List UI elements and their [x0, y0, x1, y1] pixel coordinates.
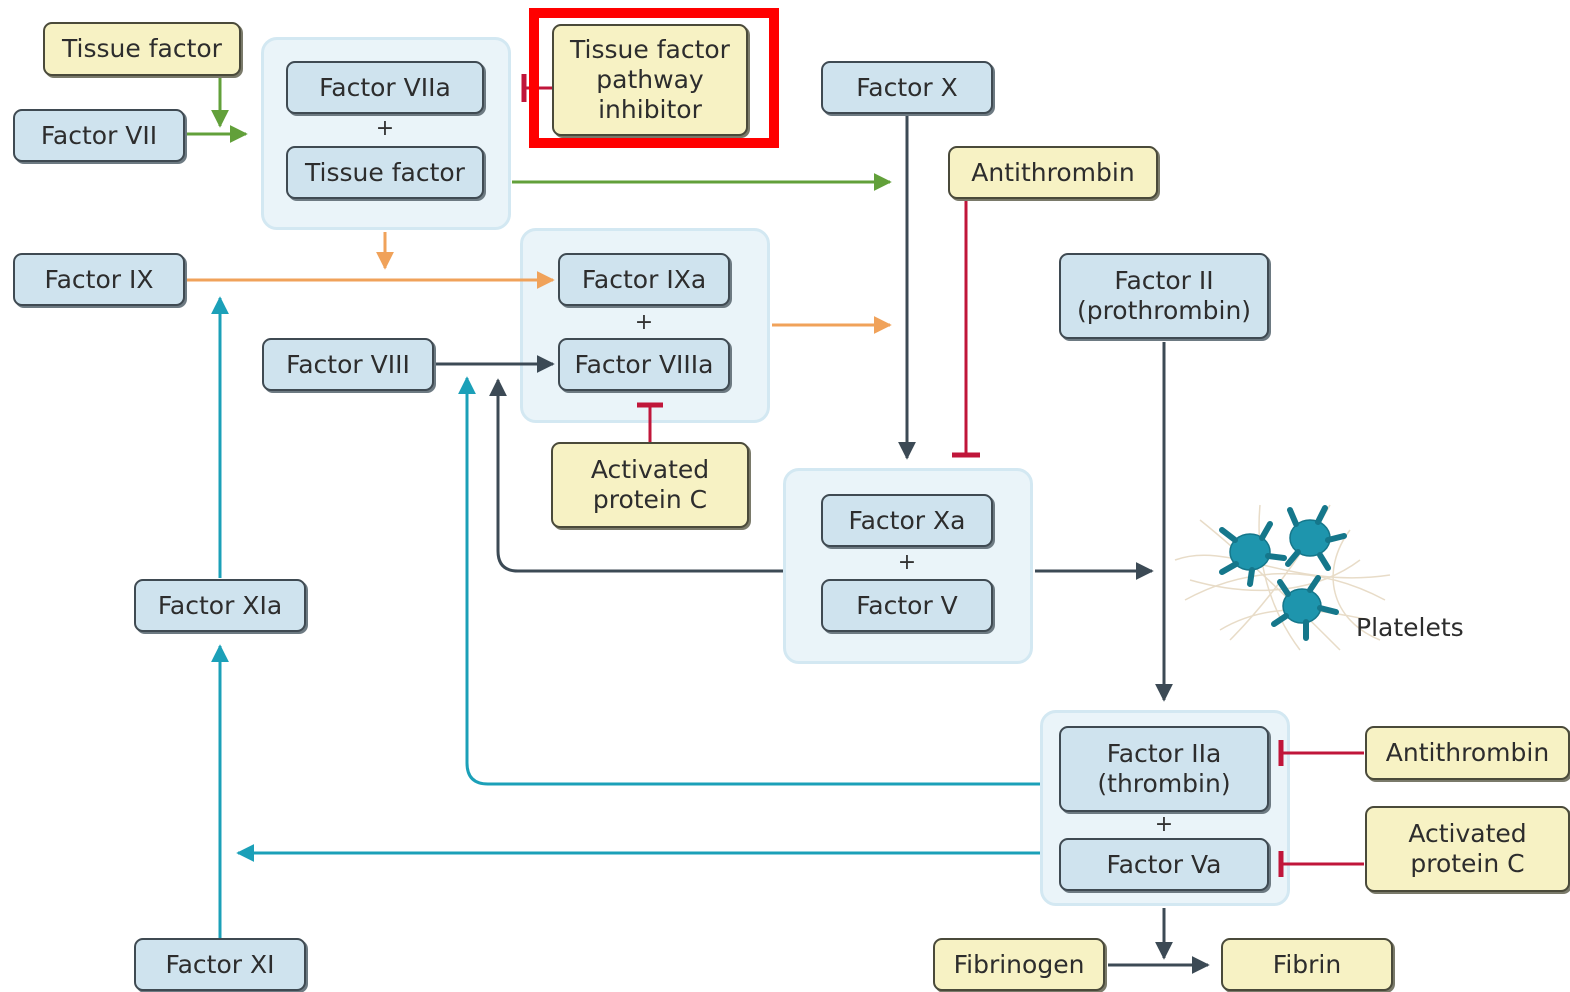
factor-viii-node: Factor VIII	[262, 338, 434, 391]
arrow-xa-feedback	[489, 378, 783, 573]
factor-v-node: Factor V	[821, 579, 993, 632]
factor-ixa-node: Factor IXa	[558, 253, 730, 306]
antithrombin-node-2: Antithrombin	[1365, 726, 1570, 780]
factor-x-node: Factor X	[821, 61, 993, 114]
factor-ii-node: Factor II (prothrombin)	[1059, 253, 1269, 339]
tissue-factor-node: Tissue factor	[43, 22, 241, 76]
plus-sign: +	[897, 550, 917, 575]
platelets-label: Platelets	[1356, 613, 1464, 642]
plus-sign: +	[1154, 812, 1174, 837]
fibrin-node: Fibrin	[1221, 938, 1393, 991]
factor-xi-node: Factor XI	[134, 938, 306, 991]
factor-vii-node: Factor VII	[13, 109, 185, 162]
arrow-iia-feedback-viii	[458, 376, 1040, 786]
factor-xa-node: Factor Xa	[821, 494, 993, 547]
factor-va-node: Factor Va	[1059, 838, 1269, 891]
factor-ix-node: Factor IX	[13, 253, 185, 306]
tfpi-node: Tissue factor pathway inhibitor	[552, 24, 748, 136]
tissue-factor-complex-node: Tissue factor	[286, 146, 484, 199]
activated-protein-c-node-2: Activated protein C	[1365, 806, 1570, 892]
factor-iia-node: Factor IIa (thrombin)	[1059, 726, 1269, 812]
activated-protein-c-node-1: Activated protein C	[551, 442, 749, 528]
factor-viiia-node: Factor VIIIa	[558, 338, 730, 391]
antithrombin-node-1: Antithrombin	[948, 146, 1158, 199]
tfpi-highlight-box	[529, 8, 779, 148]
plus-sign: +	[375, 116, 395, 141]
factor-viia-node: Factor VIIa	[286, 61, 484, 114]
platelet-icon	[1174, 504, 1391, 651]
factor-xia-node: Factor XIa	[134, 579, 306, 632]
fibrinogen-node: Fibrinogen	[933, 938, 1105, 991]
plus-sign: +	[634, 310, 654, 335]
